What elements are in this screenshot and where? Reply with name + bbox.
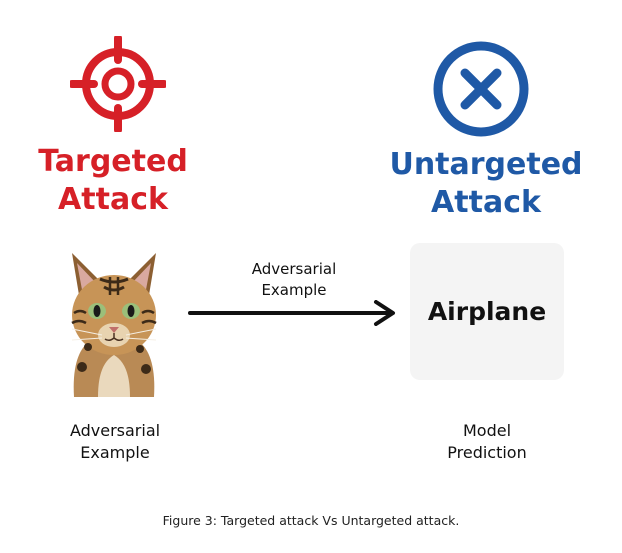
cat-image — [71, 253, 157, 397]
prediction-box: Airplane — [410, 243, 564, 380]
prediction-caption-line2: Prediction — [447, 443, 527, 462]
untargeted-title-line2: Attack — [431, 185, 541, 220]
x-circle-icon — [433, 41, 529, 137]
arrow-label-line1: Adversarial — [251, 260, 337, 278]
prediction-label: Airplane — [427, 297, 547, 326]
figure-caption: Figure 3: Targeted attack Vs Untargeted … — [162, 513, 460, 528]
crosshair-target-icon — [70, 36, 166, 132]
targeted-attack-title: Targeted Attack — [20, 143, 206, 219]
arrow-label-line2: Example — [261, 281, 327, 299]
cat-caption-line2: Example — [80, 443, 150, 462]
untargeted-attack-title: Untargeted Attack — [370, 146, 602, 222]
targeted-title-line2: Attack — [58, 182, 168, 217]
right-arrow-icon — [188, 300, 395, 326]
prediction-caption-line1: Model — [462, 421, 512, 440]
cat-caption: Adversarial Example — [40, 420, 190, 464]
arrow-label: Adversarial Example — [220, 259, 368, 301]
cat-caption-line1: Adversarial — [69, 421, 161, 440]
untargeted-title-line1: Untargeted — [389, 147, 583, 182]
prediction-caption: Model Prediction — [410, 420, 564, 464]
targeted-title-line1: Targeted — [38, 144, 188, 179]
